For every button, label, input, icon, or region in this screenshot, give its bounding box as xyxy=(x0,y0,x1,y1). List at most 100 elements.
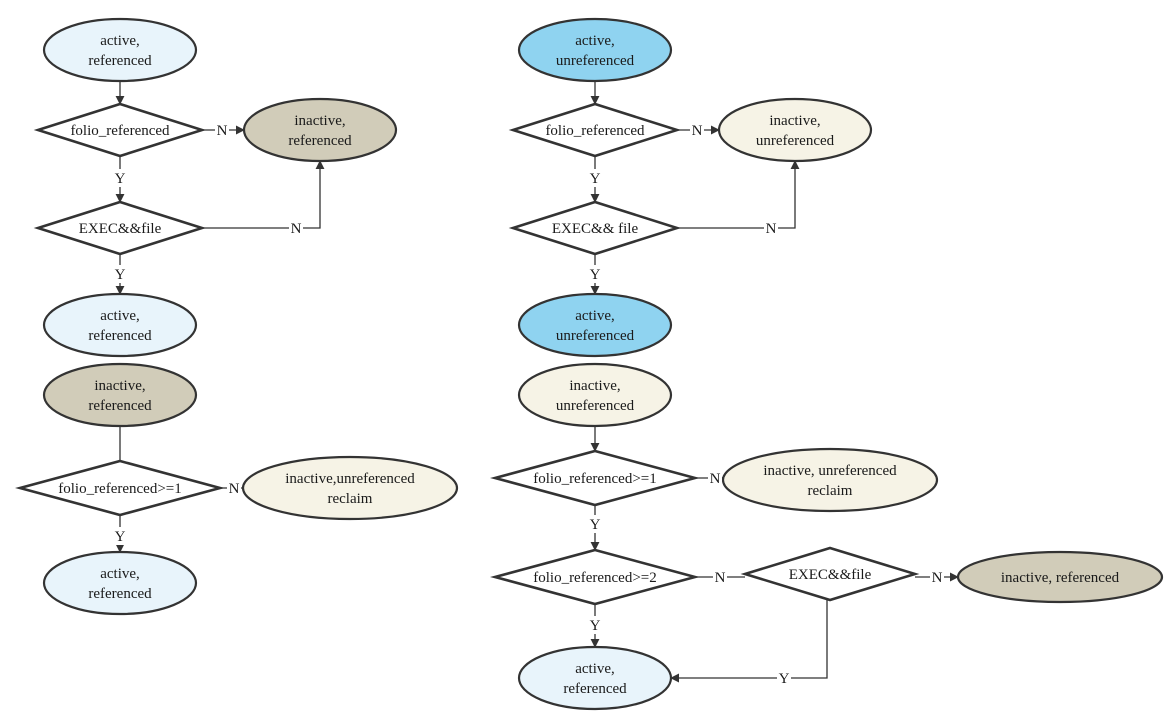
state-ellipse xyxy=(517,362,673,428)
edge-label-bg xyxy=(588,265,602,283)
node-a3: inactive, referenced xyxy=(242,97,398,163)
node-label-line: unreferenced xyxy=(556,53,635,69)
state-ellipse xyxy=(42,17,198,83)
edge-label-bg xyxy=(930,568,944,586)
node-label-line: active, xyxy=(575,661,615,677)
edge-label-bg xyxy=(764,219,778,237)
node-label-line: folio_referenced>=1 xyxy=(58,481,182,497)
edge-label-a2-a4: Y xyxy=(115,171,126,187)
state-ellipse xyxy=(241,455,459,521)
state-ellipse xyxy=(517,292,673,358)
node-d6: inactive, referenced xyxy=(956,550,1164,604)
node-label-line: inactive,unreferenced xyxy=(285,471,415,487)
node-label-line: EXEC&&file xyxy=(79,221,162,237)
node-label-line: referenced xyxy=(88,586,152,602)
edge-label-a4-a5: Y xyxy=(115,267,126,283)
edge-d5-d7 xyxy=(670,600,828,683)
edge-label-b2-b3: N xyxy=(692,123,703,139)
edge-label-d2-d3: N xyxy=(710,471,721,487)
edge-label-bg xyxy=(113,169,127,187)
state-ellipse xyxy=(956,550,1164,604)
decision-diamond xyxy=(490,449,700,507)
edge-label-c2-c4: Y xyxy=(115,529,126,545)
state-ellipse xyxy=(42,292,198,358)
edge-label-bg xyxy=(227,479,241,497)
node-label-line: referenced xyxy=(88,328,152,344)
edge-label-bg xyxy=(713,568,727,586)
node-label-line: active, xyxy=(100,566,140,582)
edge-label-d4-d7: Y xyxy=(590,618,601,634)
node-label-line: inactive, xyxy=(769,113,820,129)
node-label-line: folio_referenced xyxy=(70,123,170,139)
node-label-line: folio_referenced>=1 xyxy=(533,471,657,487)
edge-label-bg xyxy=(588,169,602,187)
edge-label-bg xyxy=(690,121,704,139)
edge-label-bg xyxy=(289,219,303,237)
edge-b4-b3 xyxy=(677,160,800,229)
edge-label-b2-b4: Y xyxy=(590,171,601,187)
node-b2: folio_referenced xyxy=(508,102,682,158)
decision-diamond xyxy=(33,102,207,158)
node-label-line: referenced xyxy=(88,53,152,69)
node-label-line: active, xyxy=(575,33,615,49)
node-b3: inactive, unreferenced xyxy=(717,97,873,163)
node-label-line: active, xyxy=(575,308,615,324)
state-ellipse xyxy=(42,362,198,428)
edge-label-bg xyxy=(113,527,127,545)
edge-label-bg xyxy=(588,515,602,533)
state-ellipse xyxy=(242,97,398,163)
node-a4: EXEC&&file xyxy=(33,200,207,256)
node-a1: active,referenced xyxy=(42,17,198,83)
edge-label-d5-d6: N xyxy=(932,570,943,586)
node-d1: inactive,unreferenced xyxy=(517,362,673,428)
edge-label-bg xyxy=(777,669,791,687)
node-label-line: folio_referenced xyxy=(545,123,645,139)
edge-label-b4-b3: N xyxy=(766,221,777,237)
decision-diamond xyxy=(15,459,225,517)
edge-label-d2-d4: Y xyxy=(590,517,601,533)
node-d7: active, referenced xyxy=(517,645,673,711)
node-label-line: unreferenced xyxy=(556,328,635,344)
edge-label-bg xyxy=(113,265,127,283)
edge-label-bg xyxy=(215,121,229,139)
node-label-line: inactive, xyxy=(294,113,345,129)
node-label-line: referenced xyxy=(88,398,152,414)
edge-label-d5-d7: Y xyxy=(779,671,790,687)
edge-label-b4-b5: Y xyxy=(590,267,601,283)
decision-diamond xyxy=(740,546,920,602)
node-b5: active, unreferenced xyxy=(517,292,673,358)
node-d5: EXEC&&file xyxy=(740,546,920,602)
node-label-line: active, xyxy=(100,308,140,324)
edge-label-a2-a3: N xyxy=(217,123,228,139)
node-a5: active, referenced xyxy=(42,292,198,358)
node-b4: EXEC&& file xyxy=(508,200,682,256)
decision-diamond xyxy=(508,102,682,158)
state-ellipse xyxy=(517,17,673,83)
decision-diamond xyxy=(508,200,682,256)
node-c2: folio_referenced>=1 xyxy=(15,459,225,517)
decision-diamond xyxy=(33,200,207,256)
state-ellipse xyxy=(721,447,939,513)
node-label-line: reclaim xyxy=(328,491,373,507)
node-c1: inactive, referenced xyxy=(42,362,198,428)
edge-a4-a3 xyxy=(202,160,325,229)
state-ellipse xyxy=(517,645,673,711)
node-label-line: inactive, referenced xyxy=(1001,570,1120,586)
edge-label-bg xyxy=(708,469,722,487)
edge-label-a4-a3: N xyxy=(291,221,302,237)
node-label-line: inactive, xyxy=(94,378,145,394)
edge-label-d4-d5: N xyxy=(715,570,726,586)
edge-label-bg xyxy=(588,616,602,634)
node-b1: active, unreferenced xyxy=(517,17,673,83)
node-label-line: unreferenced xyxy=(756,133,835,149)
node-label-line: referenced xyxy=(288,133,352,149)
node-label-line: inactive, xyxy=(569,378,620,394)
node-label-line: referenced xyxy=(563,681,627,697)
node-label-line: EXEC&& file xyxy=(552,221,639,237)
state-ellipse xyxy=(717,97,873,163)
node-d2: folio_referenced>=1 xyxy=(490,449,700,507)
decision-diamond xyxy=(490,548,700,606)
